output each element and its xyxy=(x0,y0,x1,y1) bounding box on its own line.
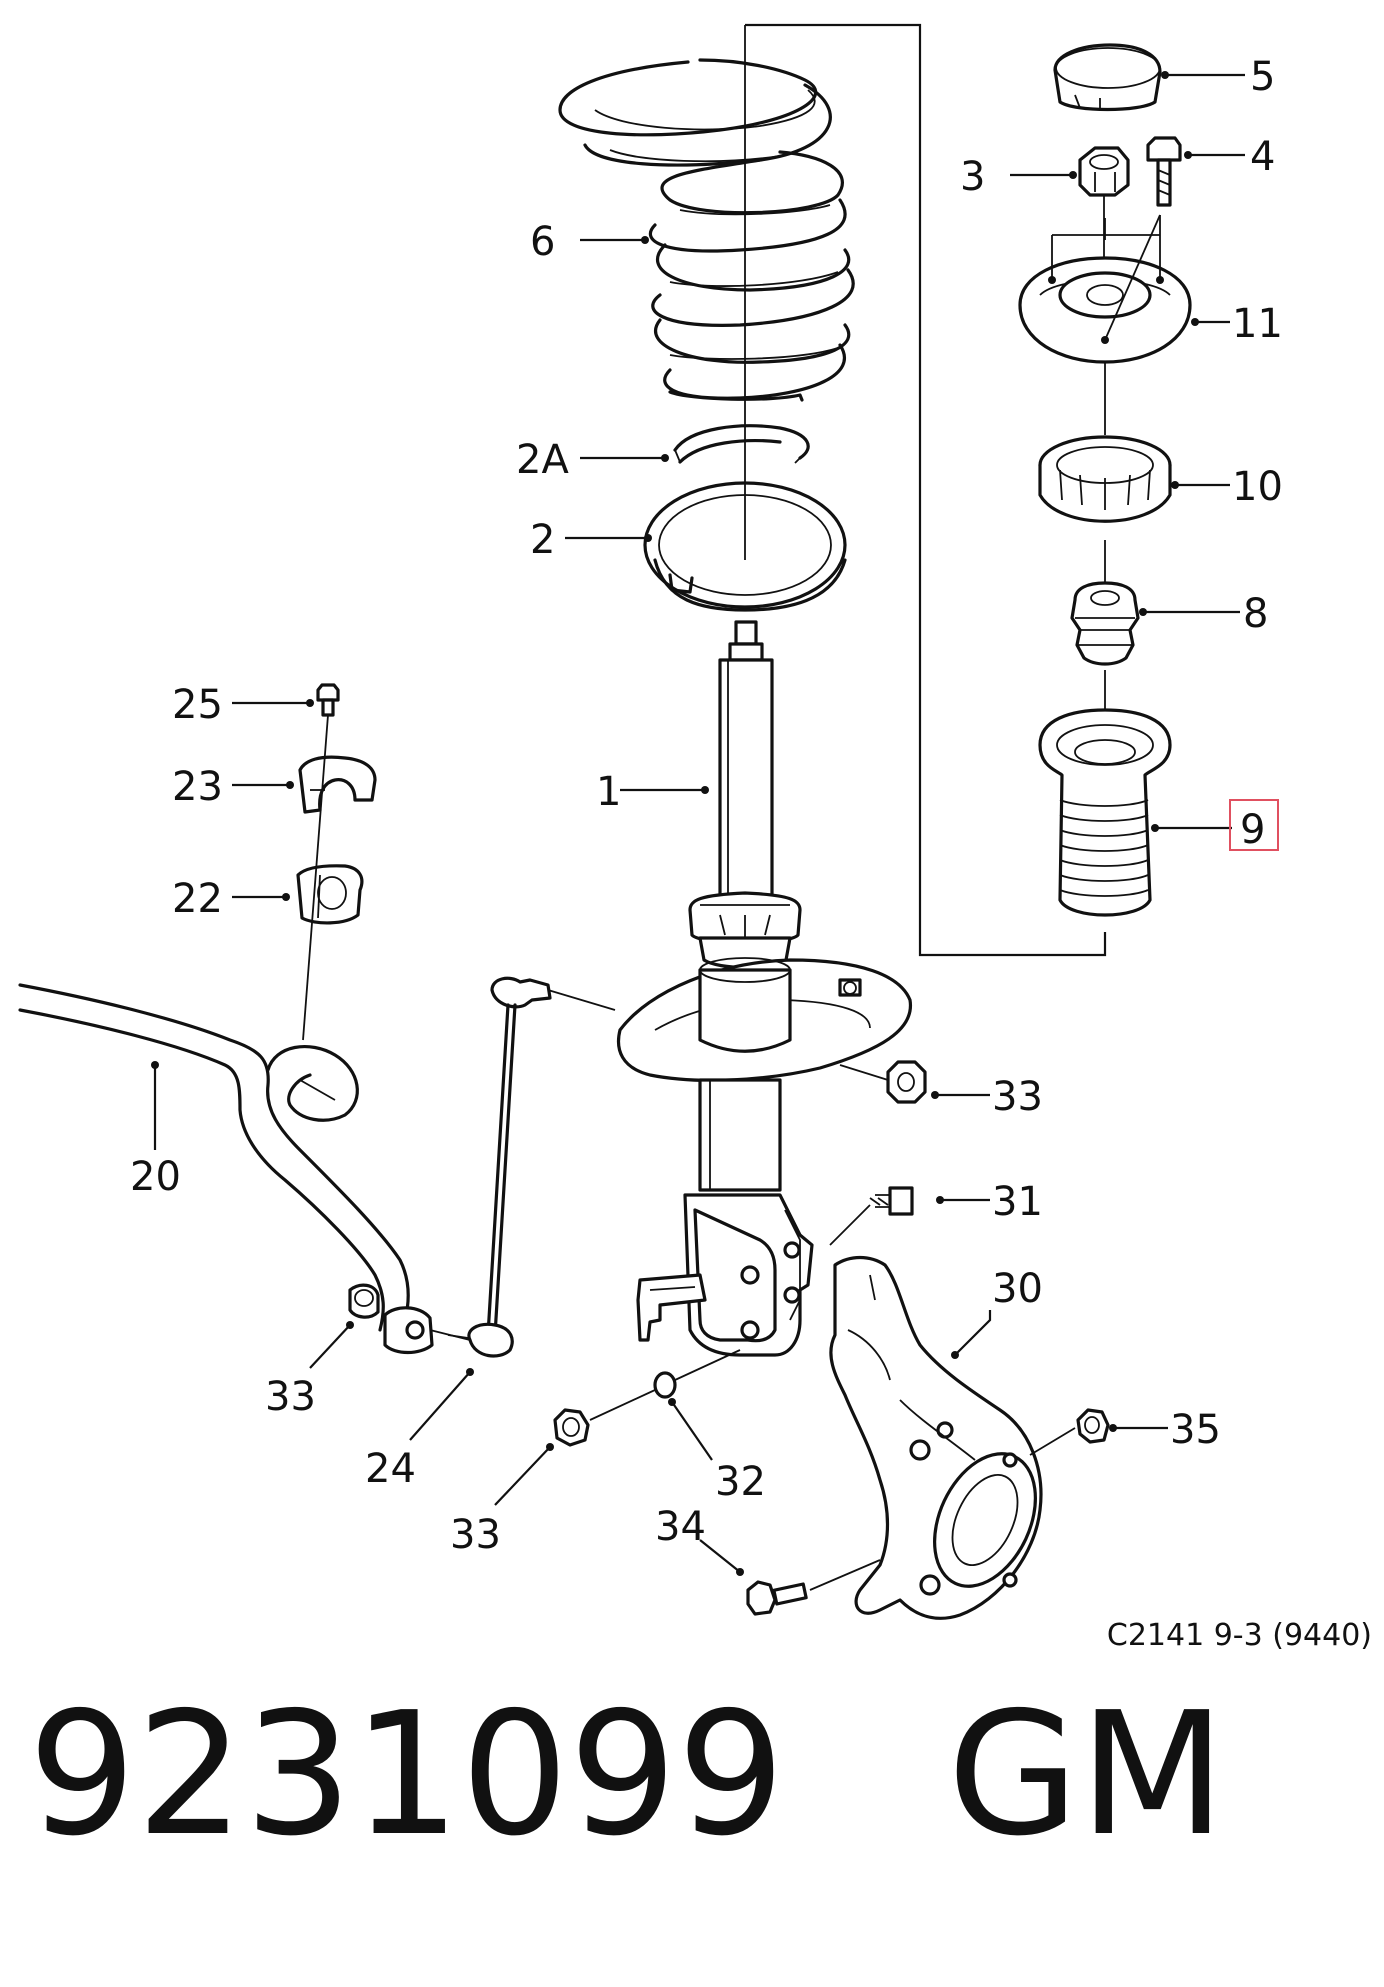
callout-34: 34 xyxy=(655,1504,706,1550)
callout-4: 4 xyxy=(1250,134,1275,180)
nut-33-lower xyxy=(553,1389,656,1447)
callout-35: 35 xyxy=(1170,1407,1221,1453)
callout-1: 1 xyxy=(596,769,621,815)
leader-lines xyxy=(151,71,1245,1576)
nut-33-bar xyxy=(348,1283,380,1319)
steering-knuckle-30 xyxy=(829,1255,1043,1620)
washer-32 xyxy=(653,1349,741,1399)
callout-9: 9 xyxy=(1240,807,1265,853)
highlight-box-9 xyxy=(1229,799,1279,851)
strut-bearing-10 xyxy=(1038,362,1172,523)
callout-20: 20 xyxy=(130,1154,181,1200)
callout-22: 22 xyxy=(172,876,223,922)
clamp-bolt-25 xyxy=(302,683,340,1041)
top-cap-5 xyxy=(1053,43,1162,112)
spring-seat-ring-2a xyxy=(673,424,810,464)
nut-33-upper xyxy=(839,1060,927,1104)
mounting-bolt-4 xyxy=(1146,136,1182,207)
callout-23: 23 xyxy=(172,764,223,810)
part-number-caption: 9231099 GM xyxy=(28,1660,1358,1890)
shock-absorber-strut xyxy=(616,620,913,1357)
bump-stop-8 xyxy=(1070,540,1140,666)
callout-6: 6 xyxy=(530,219,555,265)
nut-35 xyxy=(1029,1408,1110,1456)
coil-spring xyxy=(558,58,855,402)
callout-2: 2 xyxy=(530,517,555,563)
callout-8: 8 xyxy=(1243,591,1268,637)
stabilizer-link-24 xyxy=(447,976,616,1358)
callout-10: 10 xyxy=(1232,464,1283,510)
callout-30: 30 xyxy=(992,1266,1043,1312)
bolt-34 xyxy=(746,1559,881,1616)
callout-11: 11 xyxy=(1232,301,1283,347)
part-number: 9231099 xyxy=(28,1676,786,1874)
top-mount-11 xyxy=(1018,195,1192,364)
callout-2a: 2A xyxy=(516,437,569,483)
stabilizer-bushing-clamp-23 xyxy=(298,755,377,814)
caption-separator xyxy=(785,1676,947,1874)
callout-25: 25 xyxy=(172,682,223,728)
top-mount-nut-3 xyxy=(1078,146,1130,197)
brand-name: GM xyxy=(947,1676,1226,1874)
diagram-reference-code: C2141 9-3 (9440) xyxy=(1107,1618,1372,1653)
callout-33-lower: 33 xyxy=(450,1512,501,1558)
callout-31: 31 xyxy=(992,1179,1043,1225)
callout-24: 24 xyxy=(365,1446,416,1492)
dust-boot-9 xyxy=(1038,670,1172,917)
callout-33-upper: 33 xyxy=(992,1074,1043,1120)
bolt-31 xyxy=(829,1186,914,1246)
callout-32: 32 xyxy=(715,1459,766,1505)
callout-33-bar: 33 xyxy=(265,1374,316,1420)
stabilizer-bar-20 xyxy=(18,983,434,1355)
callout-5: 5 xyxy=(1250,54,1275,100)
stabilizer-bushing-22 xyxy=(296,864,364,925)
callout-3: 3 xyxy=(960,154,985,200)
